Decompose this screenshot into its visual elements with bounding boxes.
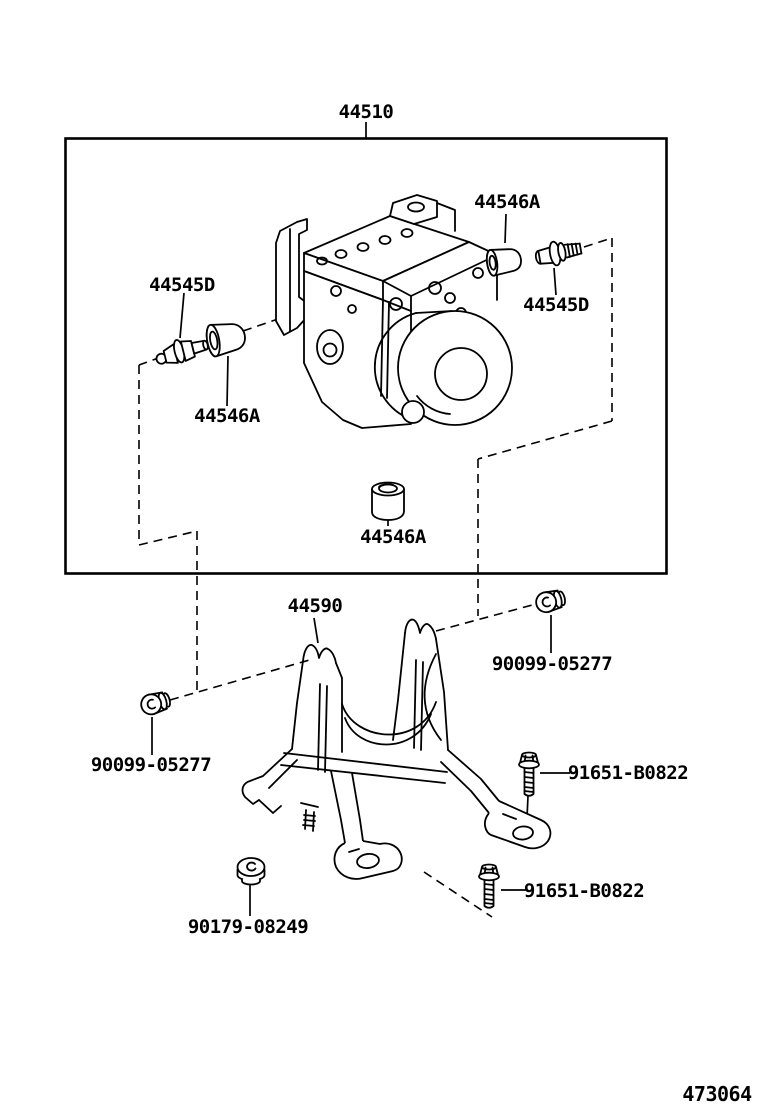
part-label-44545d-left: 44545D: [149, 274, 215, 296]
bolt-upper-drawing: [518, 751, 540, 797]
nut-drawing: [236, 857, 266, 886]
part-label-91651-lower: 91651-B0822: [523, 880, 645, 902]
assembly-box: [64, 137, 668, 575]
part-label-91651-upper: 91651-B0822: [567, 762, 689, 784]
bushing-bottom-drawing: [371, 481, 405, 521]
part-label-90179: 90179-08249: [187, 916, 309, 938]
bracket-drawing: [241, 618, 552, 880]
part-label-44510: 44510: [338, 101, 394, 123]
leader-lines: [151, 122, 570, 916]
part-label-44546a-left: 44546A: [194, 405, 260, 427]
part-label-90099-left: 90099-05277: [90, 754, 212, 776]
part-label-90099-right: 90099-05277: [491, 653, 613, 675]
part-label-44545d-right: 44545D: [523, 294, 589, 316]
sensor-left-drawing: [155, 339, 209, 365]
part-label-44590: 44590: [287, 595, 343, 617]
grommet-left-drawing: [140, 691, 171, 716]
bushing-top-right-drawing: [485, 248, 522, 277]
dashed-lines: [138, 237, 613, 918]
bolt-lower-drawing: [478, 863, 500, 909]
sensor-right-drawing: [534, 240, 583, 267]
part-label-44546a-top-right: 44546A: [474, 191, 540, 213]
bushing-left-drawing: [205, 323, 246, 358]
part-label-44546a-bottom: 44546A: [360, 526, 426, 548]
grommet-right-drawing: [535, 589, 566, 614]
abs-actuator-drawing: [275, 194, 513, 429]
figure-number: 473064: [682, 1082, 752, 1106]
